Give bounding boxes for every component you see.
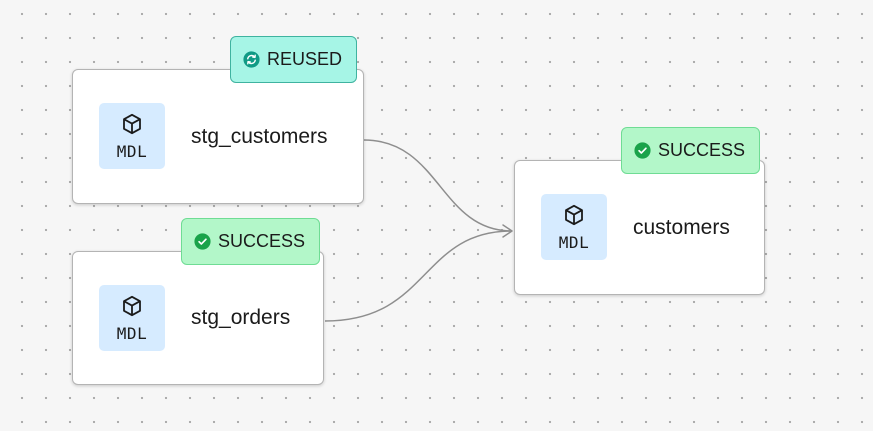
cube-icon — [123, 295, 141, 316]
model-node-customers[interactable]: MDL customers — [514, 160, 765, 295]
status-badge-reused: REUSED — [230, 36, 358, 83]
edge-stg-customers-to-customers — [363, 139, 513, 232]
status-badge-label: SUCCESS — [658, 140, 746, 160]
node-name: customers — [633, 215, 730, 239]
cube-icon — [123, 113, 141, 134]
status-badge-label: SUCCESS — [218, 231, 306, 251]
refresh-icon — [243, 51, 260, 68]
node-name: stg_customers — [191, 124, 328, 148]
check-circle-icon — [634, 142, 651, 159]
model-type-chip: MDL — [99, 285, 165, 351]
model-type-label: MDL — [116, 323, 148, 343]
check-circle-icon — [194, 233, 211, 250]
edge-stg-orders-to-customers — [324, 230, 513, 322]
model-type-label: MDL — [116, 141, 148, 161]
node-name: stg_orders — [191, 306, 291, 329]
arrowhead-icon — [502, 224, 513, 238]
model-type-label: MDL — [558, 232, 590, 252]
model-node-stg-orders[interactable]: MDL stg_orders — [72, 251, 324, 385]
status-badge-success: SUCCESS — [621, 127, 761, 174]
model-node-stg-customers[interactable]: MDL stg_customers — [72, 69, 364, 204]
status-badge-label: REUSED — [267, 49, 343, 69]
status-badge-success: SUCCESS — [181, 218, 321, 265]
cube-icon — [565, 204, 583, 225]
model-type-chip: MDL — [99, 103, 165, 169]
model-type-chip: MDL — [541, 194, 607, 260]
